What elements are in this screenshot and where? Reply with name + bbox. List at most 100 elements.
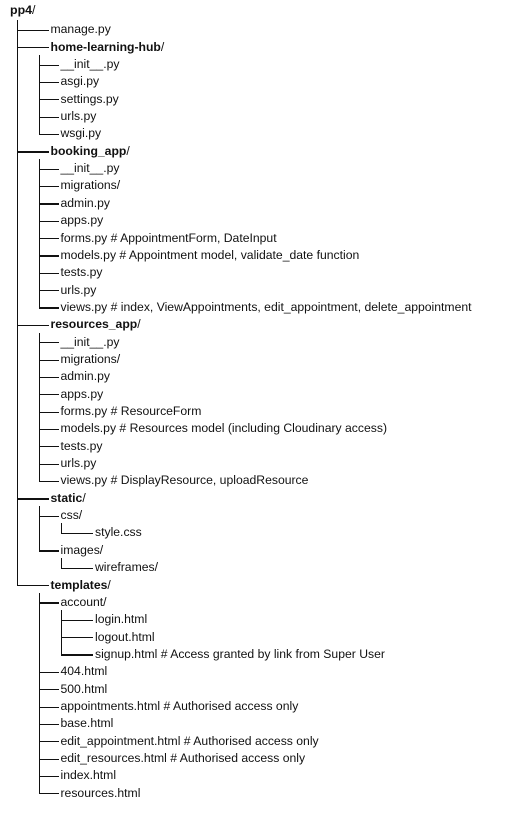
tree-branch-horizontal	[61, 637, 93, 639]
tree-branch-vertical	[38, 436, 40, 456]
tree-file-label: apps.py	[60, 213, 104, 228]
tree-file-label: style.css	[95, 525, 142, 540]
tree-guide-line	[16, 523, 18, 542]
tree-guide-line	[16, 211, 18, 230]
folder-separator: /	[107, 577, 111, 592]
tree-branch-vertical	[61, 558, 63, 569]
folder-name: home-learning-hub	[50, 39, 161, 54]
tree-row: account/	[0, 592, 525, 612]
tree-branch-horizontal	[16, 47, 49, 49]
tree-branch-horizontal	[38, 723, 59, 726]
tree-row: wireframes/	[0, 558, 525, 577]
tree-folder-label: static/	[51, 490, 86, 508]
tree-branch-horizontal	[38, 394, 59, 396]
tree-file-label: appointments.html # Authorised access on…	[60, 698, 299, 713]
tree-row: apps.py	[0, 384, 525, 404]
folder-separator: /	[160, 39, 165, 54]
folder-separator: /	[126, 143, 130, 158]
tree-file-label: index.html	[60, 768, 117, 783]
tree-branch-vertical	[38, 211, 40, 230]
tree-branch-horizontal	[38, 376, 59, 379]
folder-separator: /	[82, 490, 86, 505]
tree-branch-vertical	[38, 714, 40, 733]
tree-branch-vertical	[38, 679, 40, 698]
tree-row: manage.py	[0, 20, 525, 39]
tree-file-label: apps.py	[60, 386, 104, 401]
tree-branch-vertical	[38, 766, 40, 785]
tree-guide-line	[38, 627, 40, 646]
tree-branch-vertical	[38, 731, 40, 750]
tree-branch-horizontal	[38, 428, 59, 431]
tree-branch-vertical	[38, 107, 40, 126]
tree-file-label: migrations/	[60, 351, 121, 366]
tree-file-label: views.py # DisplayResource, uploadResour…	[60, 473, 309, 488]
tree-guide-line	[16, 176, 18, 195]
tree-file-label: signup.html # Access granted by link fro…	[95, 646, 385, 661]
tree-row: css/	[0, 506, 525, 525]
tree-file-label: __init__.py	[60, 57, 120, 71]
tree-branch-vertical	[38, 72, 40, 91]
tree-row: resources.html	[0, 783, 525, 803]
tree-file-label: models.py # Resources model (including C…	[60, 421, 388, 436]
tree-branch-horizontal	[38, 168, 59, 170]
tree-branch-vertical	[38, 228, 40, 247]
tree-guide-line	[16, 540, 18, 560]
folder-name: templates	[50, 577, 108, 592]
tree-branch-horizontal	[38, 741, 59, 743]
tree-branch-horizontal	[38, 186, 59, 188]
tree-file-label: urls.py	[60, 109, 97, 124]
tree-file-label: logout.html	[95, 629, 155, 644]
tree-branch-vertical	[16, 37, 18, 56]
tree-row: views.py # index, ViewAppointments, edit…	[0, 297, 525, 317]
tree-file-label: wsgi.py	[60, 126, 102, 141]
tree-row: images/	[0, 540, 525, 560]
tree-file-label: images/	[60, 542, 104, 557]
tree-file-label: 500.html	[60, 681, 108, 696]
tree-row: urls.py	[0, 454, 525, 473]
tree-branch-vertical	[16, 488, 18, 508]
tree-branch-vertical	[38, 280, 40, 299]
tree-guide-line	[38, 610, 40, 629]
tree-branch-vertical	[38, 402, 40, 421]
tree-branch-vertical	[38, 263, 40, 282]
tree-branch-horizontal	[16, 498, 49, 500]
tree-branch-vertical	[38, 783, 40, 794]
tree-row: forms.py # AppointmentForm, DateInput	[0, 228, 525, 248]
tree-row: 500.html	[0, 679, 525, 699]
tree-guide-line	[16, 263, 18, 282]
tree-folder-label: booking_app/	[51, 143, 130, 161]
tree-file-label: 404.html	[60, 664, 108, 679]
tree-row: forms.py # ResourceForm	[0, 402, 525, 421]
tree-branch-vertical	[38, 159, 40, 178]
tree-branch-vertical	[38, 245, 40, 265]
tree-branch-horizontal	[61, 533, 93, 535]
tree-branch-horizontal	[38, 463, 59, 465]
tree-branch-horizontal	[38, 602, 59, 604]
tree-file-label: login.html	[95, 612, 148, 627]
tree-file-label: edit_appointment.html # Authorised acces…	[60, 733, 319, 748]
tree-folder-label: resources_app/	[51, 316, 141, 334]
tree-guide-line	[16, 506, 18, 525]
tree-row: edit_appointment.html # Authorised acces…	[0, 731, 525, 751]
tree-branch-horizontal	[38, 255, 59, 257]
tree-file-label: models.py # Appointment model, validate_…	[60, 247, 360, 262]
tree-branch-vertical	[16, 20, 18, 39]
tree-row: models.py # Resources model (including C…	[0, 419, 525, 438]
tree-branch-vertical	[16, 315, 18, 334]
tree-branch-vertical	[38, 506, 40, 525]
tree-row: models.py # Appointment model, validate_…	[0, 245, 525, 265]
tree-file-label: asgi.py	[60, 74, 100, 89]
tree-branch-horizontal	[38, 775, 59, 778]
tree-row: admin.py	[0, 193, 525, 213]
folder-name: resources_app	[50, 317, 138, 332]
tree-row: login.html	[0, 610, 525, 629]
tree-file-label: tests.py	[60, 438, 103, 453]
folder-name: booking_app	[50, 143, 127, 158]
tree-root: pp4/	[10, 2, 35, 19]
tree-guide-line	[16, 72, 18, 91]
tree-branch-horizontal	[38, 133, 59, 136]
tree-branch-vertical	[38, 696, 40, 716]
tree-branch-vertical	[38, 540, 40, 551]
tree-row: wsgi.py	[0, 124, 525, 143]
tree-guide-line	[16, 471, 18, 490]
